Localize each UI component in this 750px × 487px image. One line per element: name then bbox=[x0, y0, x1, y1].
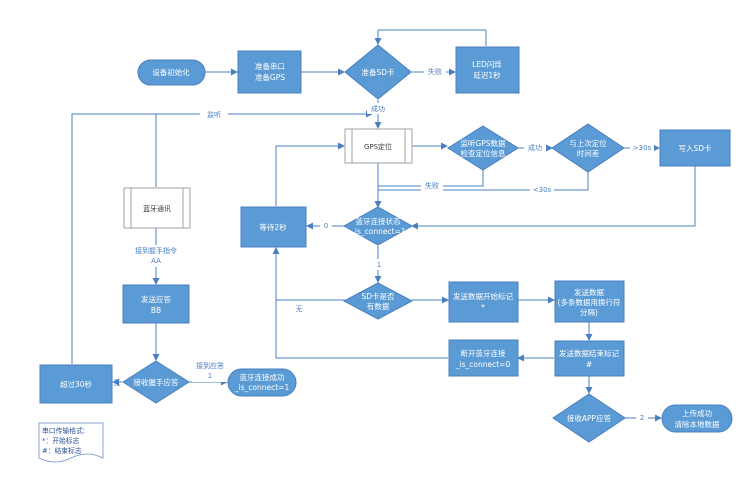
node-send-data-l3: 分隔) bbox=[580, 308, 598, 317]
node-write-sd-label: 写入SD卡 bbox=[678, 143, 712, 153]
node-prep-serial bbox=[237, 50, 302, 94]
node-bt-state-l1: 蓝牙连接状态 bbox=[356, 216, 401, 226]
node-recv-ack-label: 接收握手应答 bbox=[134, 377, 179, 387]
node-prep-serial-l1: 准备串口 bbox=[255, 61, 285, 71]
node-time-diff-l1: 与上次定位 bbox=[569, 138, 607, 148]
label-none: 无 bbox=[296, 305, 303, 313]
node-send-data-l1: 发送数据 bbox=[574, 287, 604, 297]
node-upload-ok-l1: 上传成功 bbox=[682, 408, 712, 418]
node-time-diff-l2: 时间差 bbox=[577, 148, 600, 158]
node-bt-comm bbox=[123, 187, 191, 229]
node-gps-locate bbox=[344, 128, 413, 164]
node-bt-connected-l1: 蓝牙连接成功 bbox=[240, 372, 285, 382]
edge-time-lt30 bbox=[378, 172, 589, 191]
label-handshake-1: 接到握手指令 bbox=[135, 246, 177, 255]
label-handshake-2: AA bbox=[151, 257, 161, 265]
node-sd-has-data-l2: 有数据 bbox=[367, 301, 390, 311]
node-prep-sd bbox=[344, 44, 412, 100]
node-wait2-label: 等待2秒 bbox=[259, 222, 287, 232]
node-recv-ack bbox=[122, 360, 190, 404]
nodes: 设备初始化 准备串口 准备GPS 准备SD卡 LED闪烁 延迟1秒 GPS定位 … bbox=[39, 44, 733, 443]
node-send-start-l1: 发送数据开始标记 bbox=[453, 291, 513, 301]
node-send-start-l2: * bbox=[481, 303, 485, 312]
edge-sd-none-wait bbox=[272, 247, 345, 301]
node-send-ack bbox=[122, 284, 190, 324]
label-ack-recv-1: 接到应答 bbox=[196, 361, 224, 370]
label-one: 1 bbox=[377, 261, 381, 269]
edge-over30-up bbox=[71, 113, 156, 364]
note-shape bbox=[38, 422, 104, 463]
node-send-data-l2: (多条数据用换行符 bbox=[558, 297, 621, 307]
edge-led-loop bbox=[374, 29, 487, 46]
node-send-ack-l2: BB bbox=[151, 306, 161, 315]
node-send-data bbox=[554, 280, 625, 323]
edge-disconnect-wait bbox=[275, 300, 448, 359]
node-time-diff bbox=[551, 123, 625, 173]
node-bt-comm-label: 蓝牙通讯 bbox=[143, 204, 171, 213]
node-init-label: 设备初始化 bbox=[152, 67, 190, 77]
node-listen-gps-l1: 监听GPS数据 bbox=[460, 138, 506, 148]
node-prep-serial-l2: 准备GPS bbox=[255, 72, 285, 82]
edge-labels: 失败 成功 监听 成功 >30s 失败 <30s 0 1 接到握手指令 AA 无… bbox=[114, 66, 654, 423]
node-disconnect-l2: _is_connect=0 bbox=[455, 360, 511, 369]
node-prep-sd-label: 准备SD卡 bbox=[361, 67, 395, 77]
note-line-2: *：开始标志 bbox=[42, 436, 80, 445]
node-send-end bbox=[554, 340, 625, 377]
node-disconnect-l1: 断开蓝牙连接 bbox=[461, 348, 506, 358]
node-led-l2: 延迟1秒 bbox=[473, 70, 501, 80]
node-wait2 bbox=[240, 206, 307, 248]
label-two: 2 bbox=[640, 414, 644, 422]
node-led bbox=[455, 46, 520, 94]
label-gt30: >30s bbox=[633, 144, 652, 152]
node-send-end-l2: # bbox=[586, 360, 592, 369]
note-line-3: #：结束标志 bbox=[42, 446, 82, 455]
note-line-1: 串口传输格式: bbox=[42, 426, 85, 435]
node-bt-state bbox=[342, 206, 414, 246]
node-send-ack-l1: 发送应答 bbox=[141, 294, 171, 304]
node-disconnect bbox=[448, 339, 519, 377]
label-zero: 0 bbox=[324, 222, 328, 230]
node-upload-ok bbox=[661, 404, 733, 433]
label-none2: 无 bbox=[114, 379, 121, 387]
node-send-start bbox=[448, 281, 519, 323]
node-recv-app bbox=[552, 393, 626, 443]
label-fail2: 失败 bbox=[425, 181, 439, 190]
node-over30 bbox=[39, 364, 113, 404]
node-write-sd bbox=[659, 129, 731, 167]
node-led-l1: LED闪烁 bbox=[472, 59, 502, 69]
edge-write-btstate bbox=[411, 166, 696, 230]
node-sd-has-data bbox=[342, 282, 414, 320]
node-bt-connected-l2: _is_connect=1 bbox=[234, 383, 290, 392]
node-init bbox=[137, 59, 206, 86]
node-recv-app-label: 接收APP应答 bbox=[567, 413, 612, 423]
label-listen: 监听 bbox=[207, 110, 221, 119]
edge-btcomm-listen bbox=[155, 110, 373, 187]
node-send-end-l1: 发送数据结束标记 bbox=[559, 348, 619, 358]
node-bt-state-l2: _is_connect=? bbox=[350, 227, 405, 236]
node-gps-locate-label: GPS定位 bbox=[364, 142, 392, 151]
node-bt-connected bbox=[227, 368, 297, 397]
node-sd-has-data-l1: SD卡是否 bbox=[361, 291, 395, 301]
node-listen-gps bbox=[447, 125, 519, 171]
label-lt30: <30s bbox=[533, 186, 552, 194]
label-ack-recv-2: 1 bbox=[208, 372, 212, 380]
edge-wait-gps bbox=[275, 142, 345, 206]
edge-listen-fail bbox=[378, 168, 484, 187]
node-upload-ok-l2: 清除本地数据 bbox=[675, 419, 720, 429]
format-note: 串口传输格式: *：开始标志 #：结束标志 bbox=[38, 422, 104, 463]
label-success: 成功 bbox=[371, 104, 385, 113]
label-success2: 成功 bbox=[528, 143, 542, 152]
node-listen-gps-l2: 检查定位信息 bbox=[461, 148, 506, 158]
label-fail: 失败 bbox=[428, 67, 442, 76]
node-over30-label: 超过30秒 bbox=[60, 379, 93, 389]
